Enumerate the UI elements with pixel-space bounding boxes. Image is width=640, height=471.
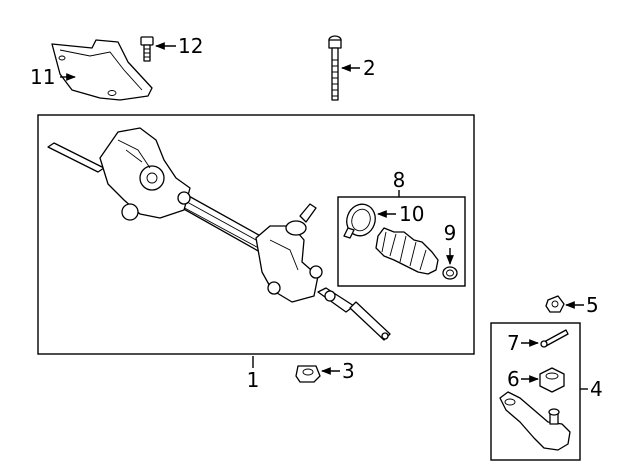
callout-1: 1 (247, 368, 260, 392)
callout-7: 7 (507, 331, 520, 355)
callout-3: 3 (342, 359, 355, 383)
heat-shield-part-11 (51, 39, 153, 101)
callout-6: 6 (507, 367, 520, 391)
callout-labels: 1 2 3 4 5 6 7 8 9 10 11 12 (30, 34, 603, 401)
callout-4: 4 (590, 377, 603, 401)
clamp-part-9 (442, 266, 458, 280)
callout-12: 12 (178, 34, 203, 58)
cotter-pin-part-7 (540, 329, 569, 348)
callout-5: 5 (586, 293, 599, 317)
nut-part-3 (295, 365, 321, 383)
boot-part (375, 227, 439, 275)
bolt-part-12 (140, 36, 154, 62)
tie-rod-end-part (499, 391, 571, 451)
callout-2: 2 (363, 56, 376, 80)
steering-gear-box (37, 114, 475, 355)
nut-part-5 (545, 295, 565, 313)
callout-11: 11 (30, 65, 55, 89)
callout-10: 10 (399, 202, 424, 226)
steering-rack-assembly (47, 127, 391, 341)
tie-rod-end-box (490, 322, 581, 461)
callout-8: 8 (393, 168, 406, 192)
boot-kit-box (337, 196, 466, 287)
bolt-part-2 (328, 35, 342, 101)
clamp-part-10 (343, 203, 376, 239)
leader-lines (60, 42, 588, 390)
castle-nut-part-6 (539, 367, 565, 393)
callout-9: 9 (444, 221, 457, 245)
